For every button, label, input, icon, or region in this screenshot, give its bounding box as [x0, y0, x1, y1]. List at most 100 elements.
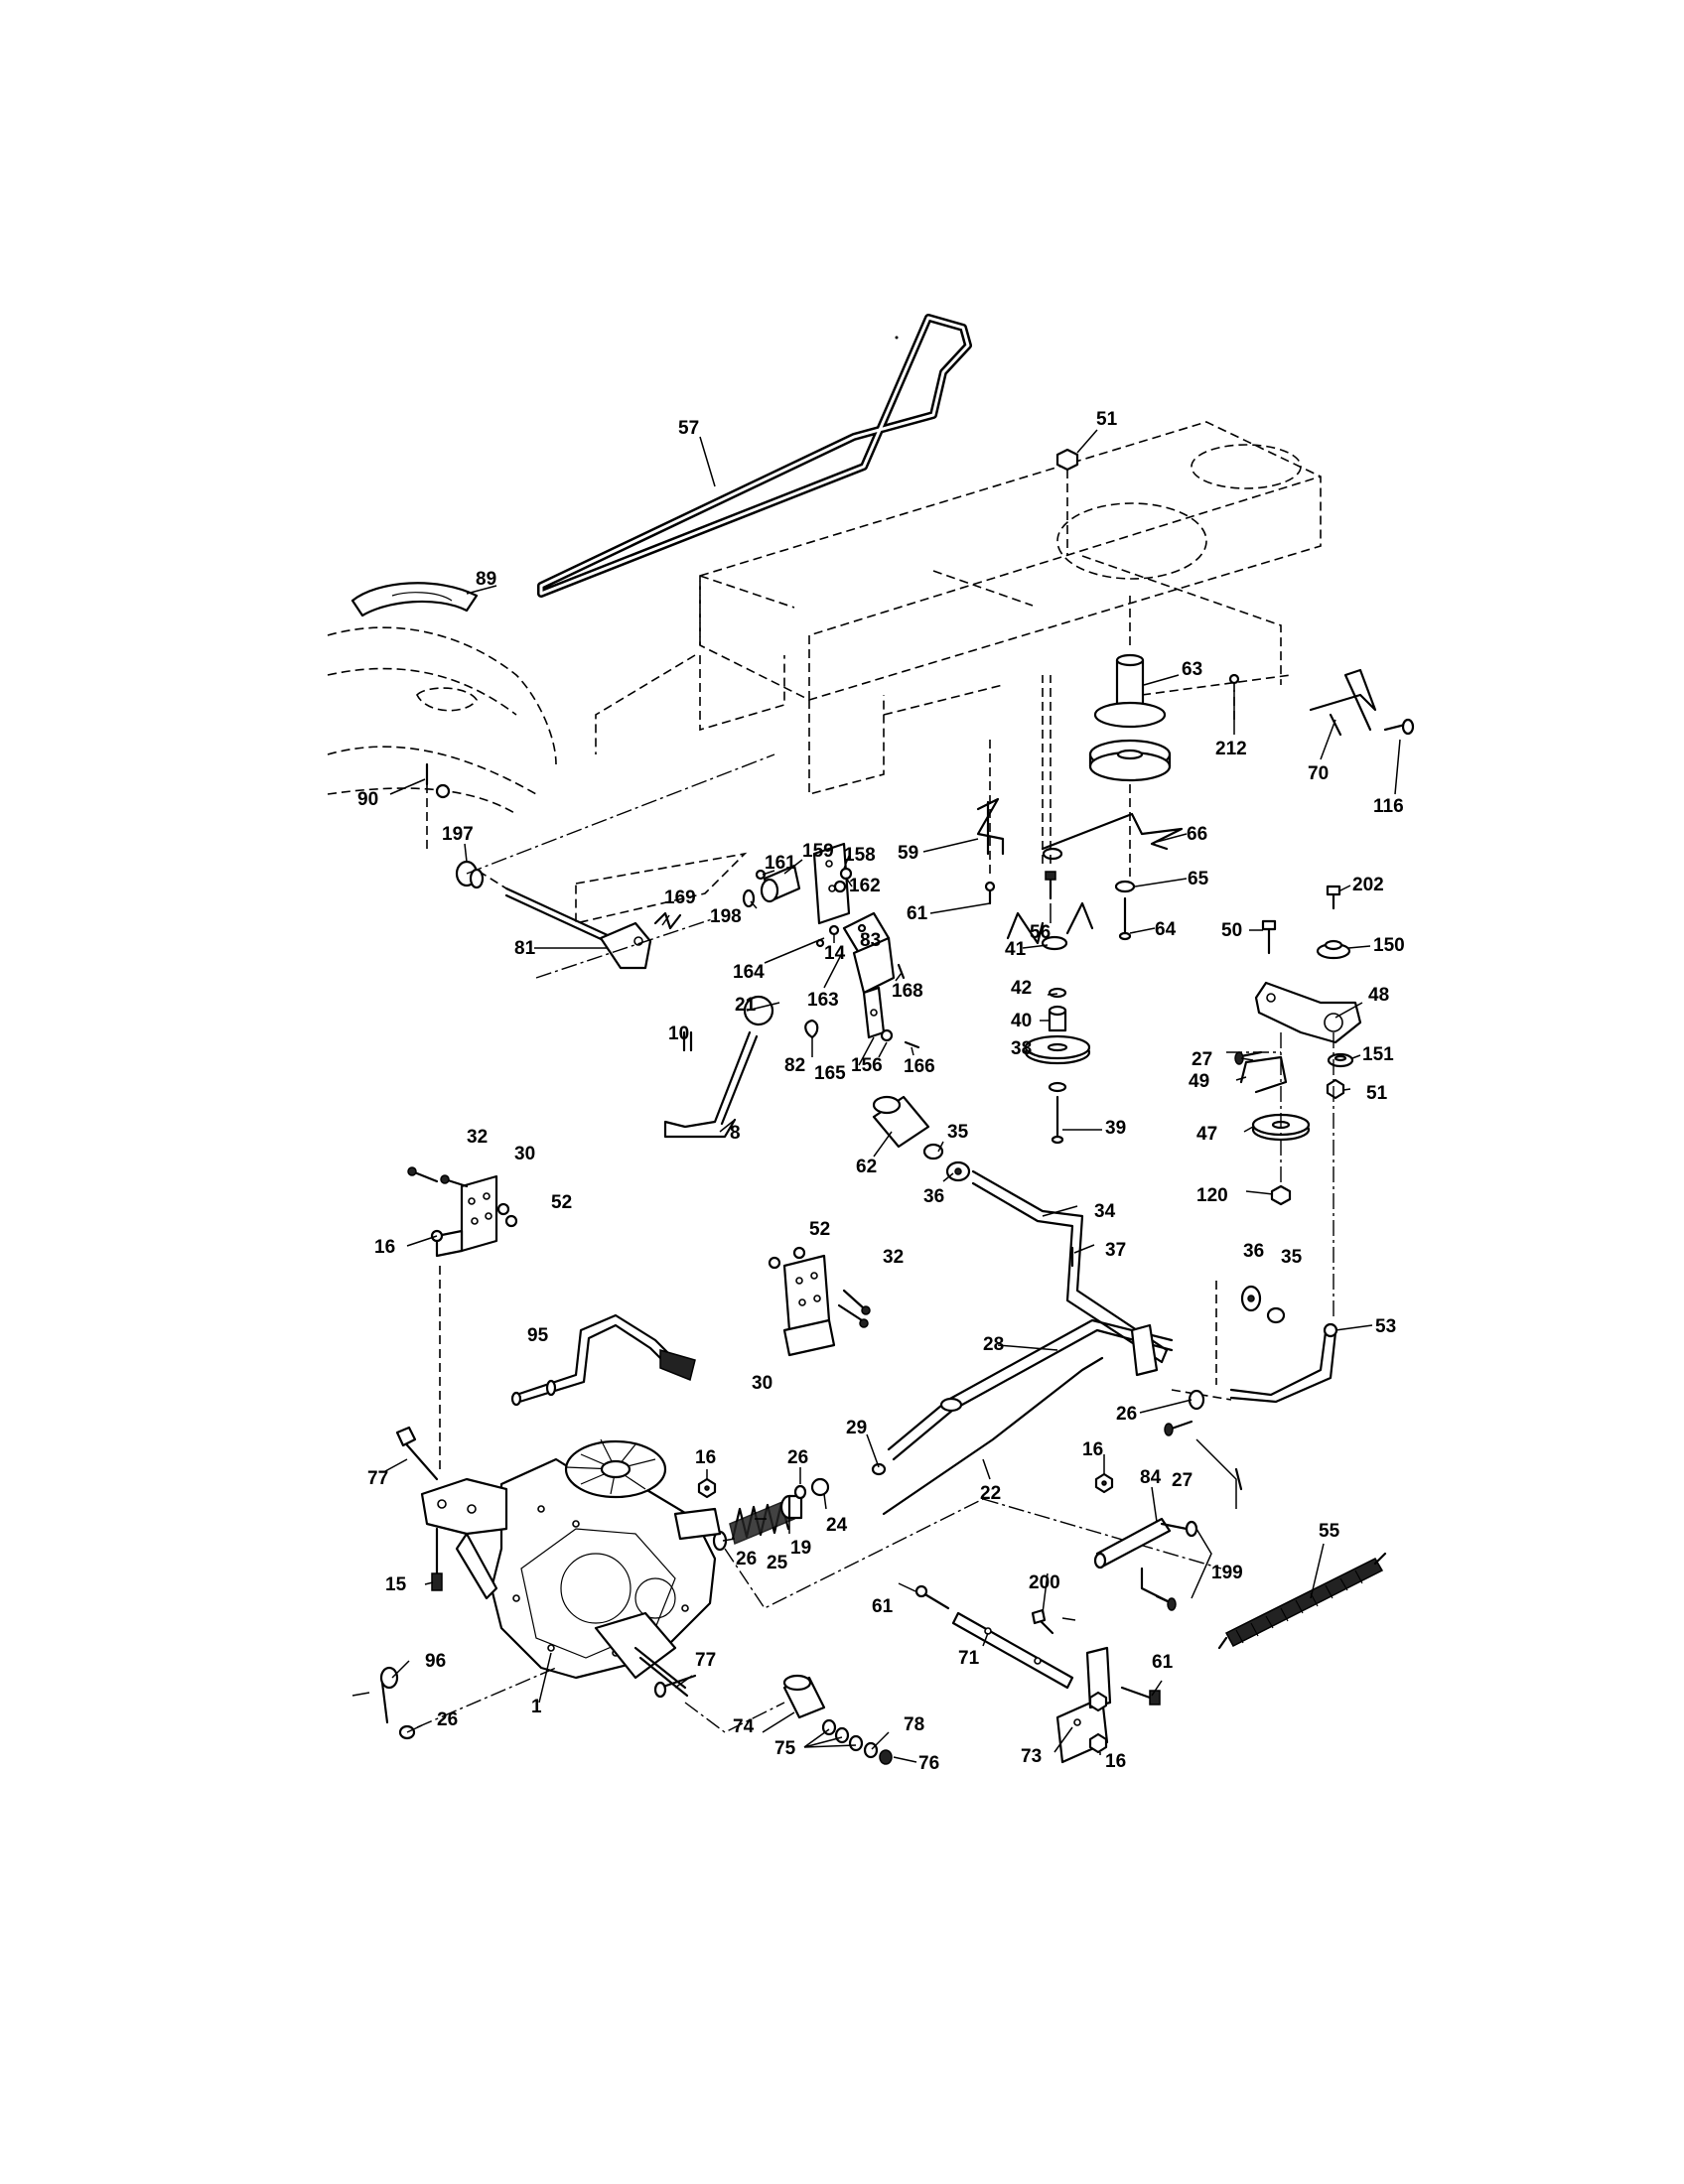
- label-1: 1: [531, 1697, 542, 1717]
- label-24: 24: [826, 1515, 848, 1536]
- label-32-left: 32: [467, 1127, 488, 1148]
- label-59: 59: [898, 843, 918, 864]
- label-51-top: 51: [1096, 409, 1118, 430]
- label-89: 89: [476, 569, 496, 590]
- label-84: 84: [1140, 1467, 1162, 1488]
- knob-21: [743, 995, 774, 1026]
- bolt-90: [425, 762, 451, 854]
- bracket-29: [871, 1462, 887, 1476]
- bolt-50: [1261, 919, 1277, 955]
- bolt-61-bracket: [1120, 1686, 1161, 1706]
- label-53: 53: [1375, 1316, 1396, 1337]
- fan-1: [564, 1438, 667, 1499]
- label-197: 197: [442, 824, 474, 845]
- label-14: 14: [824, 943, 846, 964]
- rod-22: [882, 1356, 1104, 1516]
- bolt-202: [1326, 885, 1341, 910]
- label-120: 120: [1196, 1185, 1228, 1206]
- label-56: 56: [1030, 922, 1051, 943]
- bracket-30-left: [435, 1174, 498, 1258]
- washer-42-lower: [1048, 1081, 1067, 1093]
- label-64: 64: [1155, 919, 1177, 940]
- bushing-197: [455, 860, 485, 889]
- nuts-52-left: [496, 1202, 518, 1228]
- label-73: 73: [1021, 1746, 1042, 1767]
- label-199: 199: [1211, 1563, 1243, 1583]
- label-61-bracket: 61: [1152, 1652, 1174, 1673]
- label-212: 212: [1215, 739, 1247, 759]
- link-84: [1093, 1517, 1198, 1605]
- label-63: 63: [1182, 659, 1202, 680]
- bolts-32-mid: [837, 1289, 871, 1328]
- label-156: 156: [851, 1055, 883, 1076]
- body-outline: [327, 626, 557, 815]
- spring-55: [1217, 1552, 1387, 1650]
- nut-76: [879, 1749, 893, 1765]
- bolt-15: [431, 1261, 443, 1591]
- washer-14: [828, 924, 840, 936]
- clip-82: [804, 1019, 819, 1039]
- label-41: 41: [1005, 939, 1027, 960]
- label-198: 198: [710, 906, 742, 927]
- bolt-27-lower: [1164, 1420, 1237, 1509]
- label-30-mid: 30: [752, 1373, 772, 1394]
- bolt-56: [1042, 675, 1056, 900]
- pin-168: [897, 963, 906, 980]
- label-61-upper: 61: [907, 903, 928, 924]
- pin-rod-end: [1234, 1467, 1243, 1491]
- washer-26-upper: [793, 1484, 807, 1500]
- washer-42-upper: [1048, 987, 1067, 999]
- label-65: 65: [1188, 869, 1209, 889]
- lever-assembly-165: [842, 911, 896, 1039]
- label-61-bar: 61: [872, 1596, 894, 1617]
- label-37: 37: [1105, 1240, 1126, 1261]
- label-36-left: 36: [923, 1186, 944, 1207]
- label-161: 161: [765, 853, 796, 874]
- washer-35-left: [922, 1143, 944, 1160]
- label-75: 75: [774, 1738, 796, 1759]
- label-26-rod: 26: [1116, 1404, 1137, 1425]
- rod-guides-right: [1226, 1032, 1334, 1320]
- label-83: 83: [860, 930, 881, 951]
- label-166: 166: [904, 1056, 935, 1077]
- washer-35-right: [1266, 1306, 1286, 1324]
- label-48: 48: [1368, 985, 1389, 1006]
- label-40: 40: [1011, 1011, 1032, 1031]
- label-66: 66: [1187, 824, 1207, 845]
- axle-guide: [416, 1667, 785, 1733]
- nut-51-right: [1326, 1078, 1345, 1100]
- bolt-64: [1118, 896, 1132, 941]
- screw-61-upper: [984, 735, 996, 905]
- label-74: 74: [733, 1716, 755, 1737]
- label-42-upper: 42: [1011, 978, 1032, 999]
- label-27-lower: 27: [1172, 1470, 1193, 1491]
- label-16-bracket: 16: [1105, 1751, 1126, 1772]
- label-21: 21: [735, 995, 757, 1016]
- nut-16-upper: [697, 1477, 717, 1499]
- label-15: 15: [385, 1574, 407, 1595]
- label-55: 55: [1319, 1521, 1340, 1542]
- bushing-150: [1316, 939, 1351, 960]
- nut-19: [779, 1494, 803, 1520]
- label-51-right: 51: [1366, 1083, 1388, 1104]
- label-52-left: 52: [551, 1192, 572, 1213]
- spring-169: [653, 911, 682, 930]
- label-38: 38: [1011, 1038, 1032, 1059]
- label-76: 76: [918, 1753, 939, 1774]
- label-26-spring: 26: [736, 1549, 757, 1570]
- label-34: 34: [1094, 1201, 1116, 1222]
- drive-belt-57: [537, 314, 972, 598]
- rod-guide-lower: [724, 1498, 1222, 1609]
- label-36-right: 36: [1243, 1241, 1264, 1262]
- label-19: 19: [790, 1538, 811, 1559]
- washer-151: [1327, 1052, 1354, 1068]
- label-163: 163: [807, 990, 839, 1011]
- label-47: 47: [1196, 1124, 1217, 1145]
- bushing-62: [872, 1095, 930, 1149]
- cylinder-159: [760, 864, 801, 903]
- washer-156: [880, 1028, 894, 1042]
- label-158: 158: [844, 845, 876, 866]
- plate-48: [1254, 981, 1362, 1044]
- pin-200: [1031, 1608, 1054, 1635]
